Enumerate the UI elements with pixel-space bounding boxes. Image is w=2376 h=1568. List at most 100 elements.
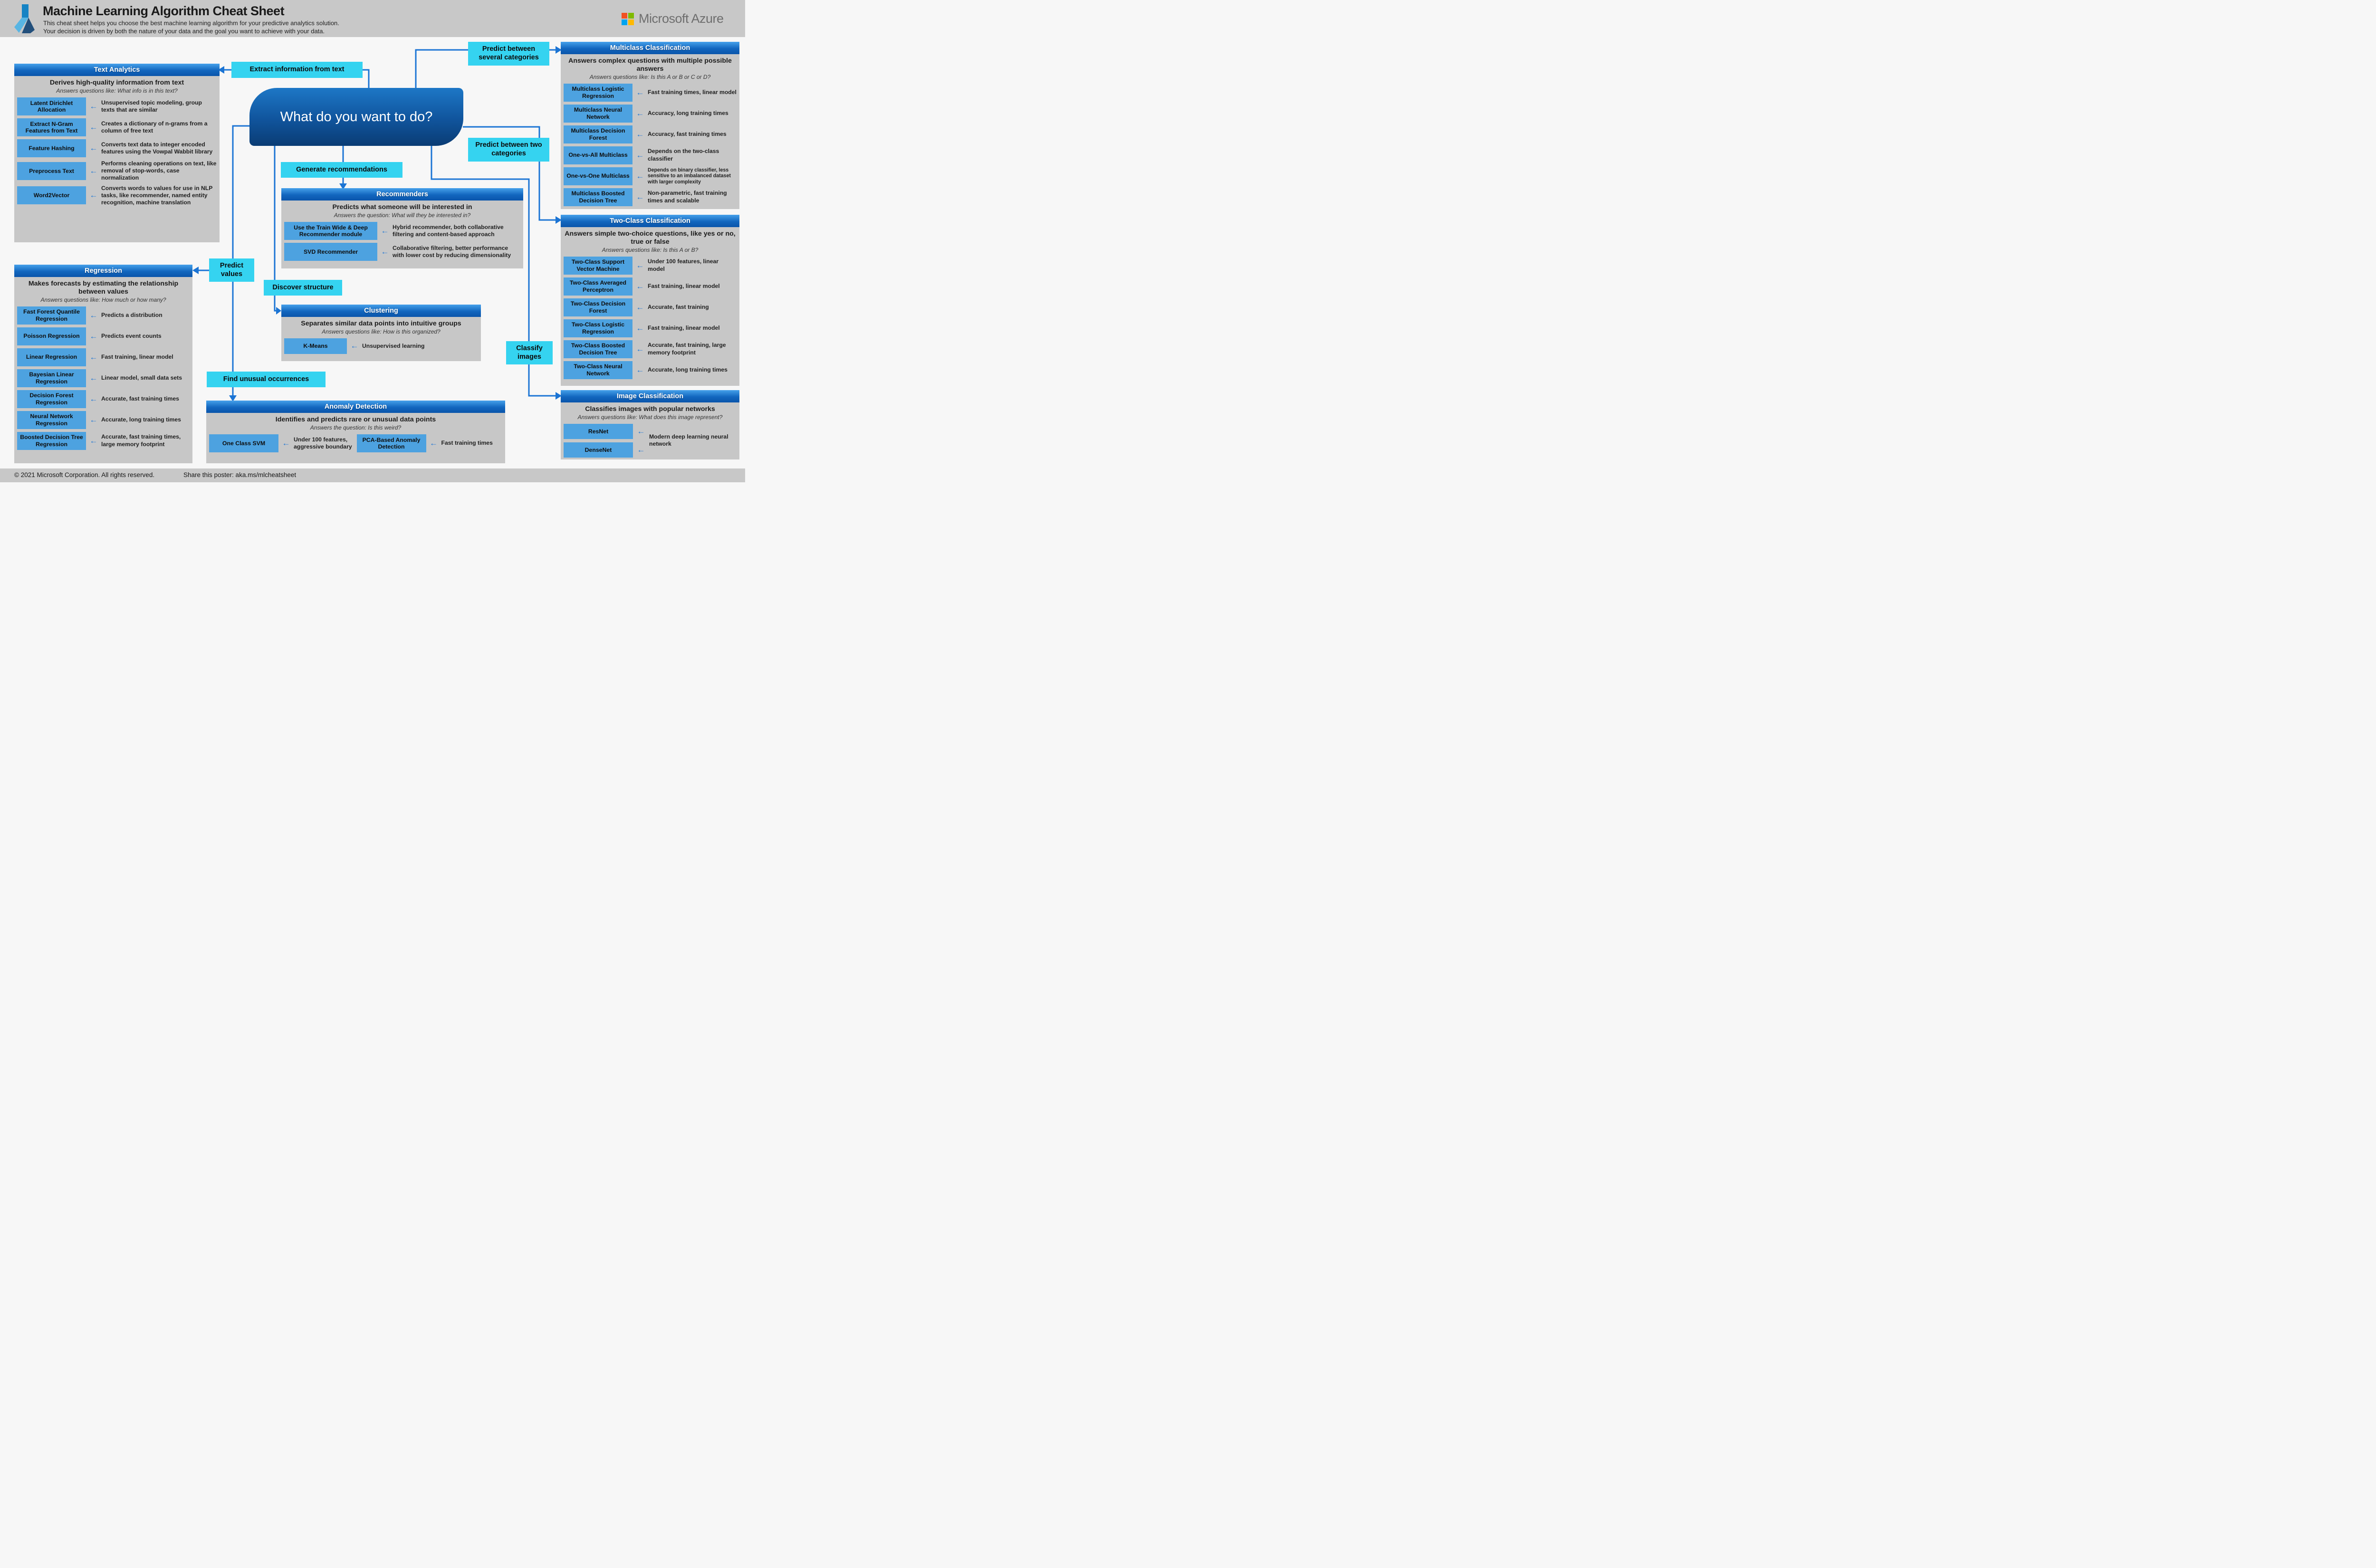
azure-ml-logo-icon <box>14 4 35 33</box>
panel-title: Recommenders <box>281 188 523 201</box>
panel-title: Two-Class Classification <box>561 215 739 227</box>
algorithm-row: One Class SVM Under 100 features, aggres… <box>209 434 355 452</box>
left-arrow-icon <box>86 123 101 132</box>
algorithm-row: Multiclass Logistic Regression Fast trai… <box>564 83 737 102</box>
left-arrow-icon <box>632 192 648 202</box>
algorithm-chip: Two-Class Decision Forest <box>564 298 632 316</box>
algorithm-note: Hybrid recommender, both collaborative f… <box>393 223 504 238</box>
left-arrow-icon <box>86 166 101 176</box>
algorithm-note: Non-parametric, fast training times and … <box>648 190 727 204</box>
algorithm-note: Converts words to values for use in NLP … <box>101 184 213 206</box>
left-arrow-icon <box>86 311 101 320</box>
copyright-text: © 2021 Microsoft Corporation. All rights… <box>14 471 155 478</box>
algorithm-note: Collaborative filtering, better performa… <box>393 244 511 258</box>
panel-title: Text Analytics <box>14 64 220 76</box>
central-question-node: What do you want to do? <box>249 88 463 146</box>
algorithm-row: Preprocess Text Performs cleaning operat… <box>17 160 217 182</box>
left-arrow-icon <box>632 344 648 354</box>
page-title: Machine Learning Algorithm Cheat Sheet <box>43 4 285 18</box>
decision-label-classify-images: Classify images <box>506 341 553 364</box>
left-arrow-icon <box>632 365 648 375</box>
algorithm-note: Fast training times <box>441 440 493 447</box>
panel-description: Makes forecasts by estimating the relati… <box>28 280 179 296</box>
algorithm-chip: Neural Network Regression <box>17 411 86 429</box>
brand-text: Microsoft Azure <box>639 11 724 26</box>
algorithm-chip: Decision Forest Regression <box>17 390 86 408</box>
panel-description: Predicts what someone will be interested… <box>332 203 472 211</box>
algorithm-chip: One Class SVM <box>209 434 278 452</box>
panel-description: Derives high-quality information from te… <box>49 79 184 86</box>
panel-regression: Regression Makes forecasts by estimating… <box>14 265 192 463</box>
algorithm-note: Creates a dictionary of n-grams from a c… <box>101 120 208 134</box>
panel-two-class-classification: Two-Class Classification Answers simple … <box>561 215 739 386</box>
left-arrow-icon <box>632 88 648 97</box>
algorithm-row: K-Means Unsupervised learning <box>284 338 478 354</box>
algorithm-note: Linear model, small data sets <box>101 374 182 381</box>
panel-description: Answers complex questions with multiple … <box>568 57 732 73</box>
panel-question: Answers the question: Is this weird? <box>310 424 402 431</box>
panel-question: Answers questions like: Is this A or B? <box>602 246 699 253</box>
panel-description: Separates similar data points into intui… <box>301 320 461 327</box>
algorithm-chip: Two-Class Boosted Decision Tree <box>564 340 632 358</box>
algorithm-note: Depends on the two-class classifier <box>648 148 719 162</box>
algorithm-row: Word2Vector Converts words to values for… <box>17 185 217 207</box>
panel-anomaly-detection: Anomaly Detection Identifies and predict… <box>206 401 505 463</box>
page-subtitle-line2: Your decision is driven by both the natu… <box>43 28 325 35</box>
algorithm-note: Accurate, fast training times <box>101 395 179 402</box>
algorithm-row: Fast Forest Quantile Regression Predicts… <box>17 306 190 325</box>
algorithm-chip: ResNet <box>564 423 633 439</box>
algorithm-note: Fast training, linear model <box>648 282 720 289</box>
algorithm-chip: Latent Dirichlet Allocation <box>17 97 86 115</box>
panel-question: Answers questions like: How much or how … <box>40 296 166 303</box>
algorithm-chip: Two-Class Neural Network <box>564 361 632 379</box>
left-arrow-icon <box>86 415 101 425</box>
algorithm-chip: One-vs-One Multiclass <box>564 167 632 185</box>
page-subtitle-line1: This cheat sheet helps you choose the be… <box>43 19 339 27</box>
left-arrow-icon <box>426 439 441 448</box>
left-arrow-icon <box>86 143 101 153</box>
algorithm-note: Predicts event counts <box>101 332 162 339</box>
panel-title: Clustering <box>281 305 481 317</box>
algorithm-note: Accurate, long training times <box>101 416 181 423</box>
panel-title: Image Classification <box>561 390 739 402</box>
algorithm-row: One-vs-All Multiclass Depends on the two… <box>564 146 737 164</box>
algorithm-row: Two-Class Boosted Decision Tree Accurate… <box>564 340 737 358</box>
algorithm-row: Multiclass Decision Forest Accuracy, fas… <box>564 125 737 143</box>
algorithm-row: Latent Dirichlet Allocation Unsupervised… <box>17 97 217 115</box>
panel-recommenders: Recommenders Predicts what someone will … <box>281 188 523 268</box>
algorithm-chip: SVD Recommender <box>284 242 377 261</box>
decision-label-predict-values: Predict values <box>209 258 254 282</box>
header-band <box>0 0 745 37</box>
share-link-text: Share this poster: aka.ms/mlcheatsheet <box>183 471 297 478</box>
algorithm-chip: One-vs-All Multiclass <box>564 146 632 164</box>
algorithm-note: Accurate, long training times <box>648 366 728 373</box>
algorithm-row: Two-Class Support Vector Machine Under 1… <box>564 256 737 275</box>
panel-multiclass-classification: Multiclass Classification Answers comple… <box>561 42 739 209</box>
algorithm-chip: Two-Class Logistic Regression <box>564 319 632 337</box>
algorithm-chip: Multiclass Boosted Decision Tree <box>564 188 632 206</box>
panel-question: Answers questions like: What does this i… <box>577 413 723 421</box>
algorithm-chip: Multiclass Neural Network <box>564 104 632 123</box>
decision-label-find-unusual-occurrences: Find unusual occurrences <box>207 372 326 387</box>
panel-title: Anomaly Detection <box>206 401 505 413</box>
algorithm-row: One-vs-One Multiclass Depends on binary … <box>564 167 737 185</box>
left-arrow-icon <box>632 172 648 181</box>
microsoft-azure-logo: Microsoft Azure <box>622 11 724 26</box>
decision-label-discover-structure: Discover structure <box>264 280 342 296</box>
algorithm-chip: Fast Forest Quantile Regression <box>17 306 86 325</box>
panel-text-analytics: Text Analytics Derives high-quality info… <box>14 64 220 242</box>
panel-title: Multiclass Classification <box>561 42 739 54</box>
algorithm-chip: Boosted Decision Tree Regression <box>17 431 86 450</box>
algorithm-chip: Word2Vector <box>17 186 86 205</box>
algorithm-chip: Poisson Regression <box>17 327 86 345</box>
left-arrow-icon <box>86 436 101 446</box>
algorithm-row: Linear Regression Fast training, linear … <box>17 348 190 366</box>
connector-lines <box>192 46 562 402</box>
left-arrow-icon <box>86 102 101 111</box>
algorithm-row: Multiclass Neural Network Accuracy, long… <box>564 104 737 123</box>
algorithm-row: Feature Hashing Converts text data to in… <box>17 139 217 157</box>
algorithm-note: Accurate, fast training <box>648 303 709 310</box>
left-arrow-icon <box>632 324 648 333</box>
decision-label-generate-recommendations: Generate recommendations <box>281 162 402 178</box>
algorithm-note: Under 100 features, linear model <box>648 258 719 272</box>
